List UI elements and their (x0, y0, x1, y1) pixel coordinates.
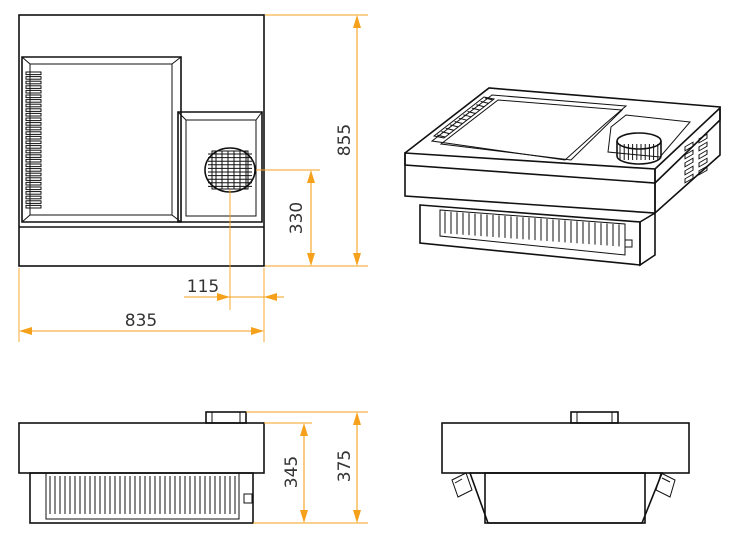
iso-indicator (624, 239, 633, 248)
fan-grille (204, 147, 256, 193)
dimension-345: 345 (253, 422, 312, 524)
louvre-slot (25, 149, 42, 154)
top-view (18, 14, 265, 267)
louvre-slot (25, 154, 42, 158)
louvre-slot (25, 158, 42, 163)
iso-side-face (654, 106, 721, 215)
louvre-slot (25, 99, 42, 103)
dimension-375: 375 (246, 411, 368, 524)
side-view-lower-body (468, 472, 664, 524)
side-view-fan-collar (570, 411, 619, 424)
louvre-slot (25, 80, 42, 85)
filter-panel-inner (29, 63, 173, 216)
dimension-330-label: 330 (287, 202, 307, 234)
side-view-right-flap (655, 472, 676, 498)
louvre-slot (25, 191, 42, 195)
louvre-slot (25, 172, 42, 177)
iso-filter-panel (430, 94, 628, 161)
iso-front-face (404, 152, 656, 214)
filter-panel-outer (21, 56, 182, 223)
louvre-slot (25, 131, 42, 135)
louvre-slot (25, 195, 42, 200)
louvre-slot (25, 140, 42, 145)
front-view (18, 411, 265, 524)
iso-fan-panel (607, 114, 691, 158)
louvre-slot (25, 177, 42, 181)
dimension-115: 115 (184, 190, 284, 310)
louvre-slot (25, 89, 42, 94)
dimension-855: 855 (265, 14, 368, 267)
front-view-fan-collar (205, 411, 247, 424)
louvre-slot (25, 94, 42, 99)
louvre-slot (25, 186, 42, 191)
louvre-slot (25, 112, 42, 117)
louvre-slot (25, 200, 42, 204)
dimension-835: 835 (18, 268, 265, 342)
side-view-canopy (441, 422, 690, 474)
side-view (441, 411, 690, 524)
louvre-slot (25, 76, 42, 80)
louvre-slot (25, 108, 42, 112)
dimension-345-label: 345 (282, 456, 302, 488)
louvre-slot (25, 103, 42, 108)
louvre-slot (25, 85, 42, 89)
fan-box-inner (185, 119, 257, 217)
louvre-slot (25, 122, 42, 126)
fan-box-outer (177, 111, 263, 223)
front-view-indicator (243, 493, 253, 504)
louvre-slot (25, 126, 42, 131)
front-view-canopy (18, 422, 265, 474)
front-view-louvres (49, 476, 236, 514)
dimension-330: 330 (256, 169, 320, 266)
louvre-slot (25, 181, 42, 186)
louvre-slot (25, 168, 42, 172)
louvre-slot (25, 117, 42, 122)
dimension-855-label: 855 (335, 124, 355, 156)
isometric-view (404, 87, 721, 267)
top-view-outline (18, 14, 265, 267)
dimension-115-label: 115 (187, 277, 219, 297)
iso-louvre-strip (432, 96, 496, 139)
iso-fan-top (616, 132, 662, 150)
dimension-835-label: 835 (125, 311, 157, 331)
dimension-375-label: 375 (335, 450, 355, 482)
louvre-slot (25, 135, 42, 140)
louvre-slot (25, 163, 42, 168)
side-view-left-flap (451, 472, 473, 498)
louvre-slot (25, 204, 42, 209)
top-view-louvres (25, 71, 42, 209)
iso-fan-body (616, 141, 662, 165)
louvre-slot (25, 145, 42, 149)
louvre-slot (25, 71, 42, 76)
